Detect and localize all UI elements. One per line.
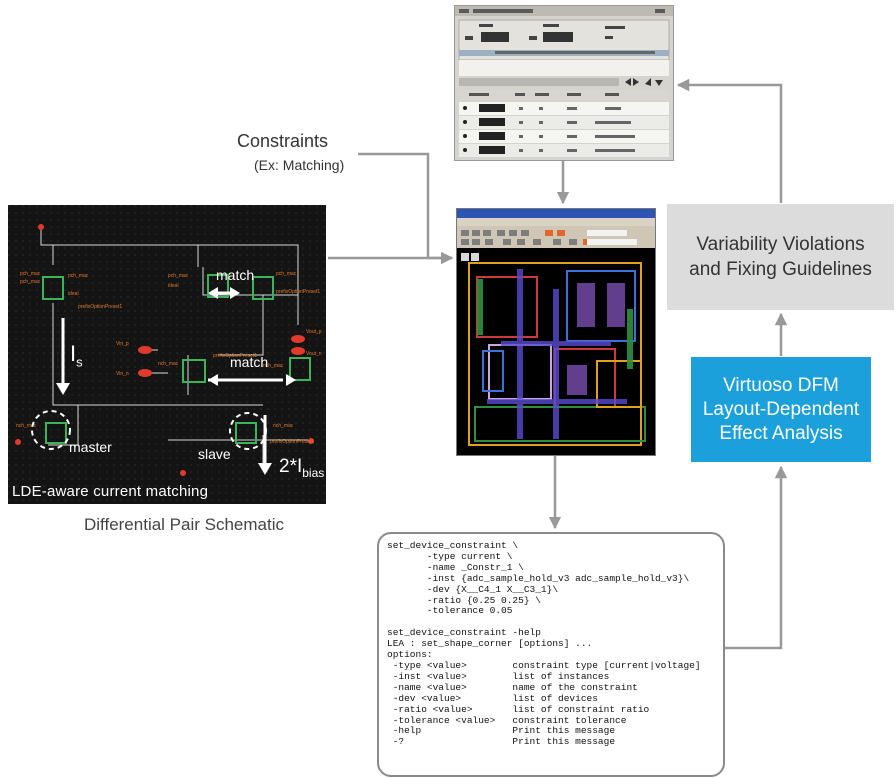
command-terminal: set_device_constraint \ -type current \ …: [377, 532, 725, 777]
svg-text:nch_mac: nch_mac: [263, 363, 284, 369]
svg-text:pch_mac: pch_mac: [20, 271, 41, 277]
svg-text:Vin_p: Vin_p: [116, 341, 129, 347]
dfm-line-2: Layout-Dependent: [702, 398, 860, 420]
svg-text:Vin_n: Vin_n: [116, 371, 129, 377]
svg-text:pch_mac: pch_mac: [276, 271, 297, 277]
command-text: set_device_constraint \ -type current \ …: [387, 540, 701, 748]
svg-text:prefixOptionPreset1: prefixOptionPreset1: [270, 439, 314, 445]
constraints-example-label: (Ex: Matching): [254, 157, 345, 173]
svg-text:nch_mac: nch_mac: [16, 423, 37, 429]
variability-violations-box: Variability Violations and Fixing Guidel…: [667, 204, 894, 310]
variability-line-2: and Fixing Guidelines: [689, 259, 872, 280]
bias-current-label: 2*Ibias: [279, 456, 325, 480]
master-label: master: [69, 439, 112, 455]
layout-editor-window: [456, 208, 656, 456]
constraints-label: Constraints: [237, 131, 329, 151]
virtuoso-dfm-box: Virtuoso DFM Layout-Dependent Effect Ana…: [691, 357, 871, 462]
dfm-line-1: Virtuoso DFM: [723, 374, 839, 396]
schematic-caption: Differential Pair Schematic: [84, 515, 284, 534]
svg-text:ideal: ideal: [68, 291, 79, 297]
svg-text:ideal: ideal: [168, 283, 179, 289]
slave-label: slave: [198, 446, 231, 462]
svg-text:nch_mac: nch_mac: [158, 361, 179, 367]
variability-to-gui-arrow: [676, 78, 783, 203]
lde-banner: LDE-aware current matching: [12, 483, 209, 500]
svg-text:prefixOptionPreset1: prefixOptionPreset1: [213, 353, 257, 359]
layout-canvas: [461, 253, 646, 446]
svg-text:Vout_n: Vout_n: [306, 351, 322, 357]
constraints-arrow: [358, 152, 454, 265]
svg-text:pch_mac: pch_mac: [68, 273, 89, 279]
dfm-line-3: Effect Analysis: [719, 422, 843, 444]
layout-menu-bar: [457, 218, 655, 226]
is-label: Is: [70, 341, 83, 370]
svg-text:pch_mac: pch_mac: [20, 279, 41, 285]
match-label-top: match: [216, 267, 255, 283]
match-label-middle: match: [230, 354, 269, 370]
svg-text:prefixOptionPreset1: prefixOptionPreset1: [276, 289, 320, 295]
constraint-gui-window: [454, 5, 674, 161]
svg-text:Vout_p: Vout_p: [306, 329, 322, 335]
svg-text:pch_mac: pch_mac: [168, 273, 189, 279]
layout-toolbar: [457, 226, 655, 248]
variability-line-1: Variability Violations: [696, 234, 865, 255]
svg-text:nch_mac: nch_mac: [273, 423, 294, 429]
terminal-to-dfm-arrow: [723, 465, 788, 650]
layout-title-bar: [457, 209, 655, 218]
svg-text:prefixOptionPreset1: prefixOptionPreset1: [78, 304, 122, 310]
